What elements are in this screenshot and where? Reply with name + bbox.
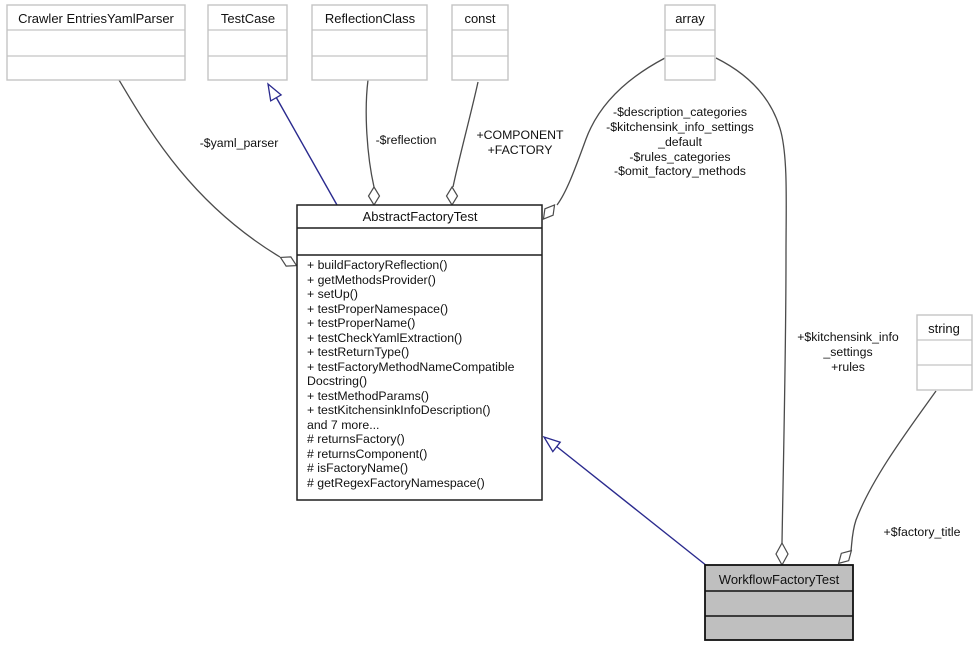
member-get-regex-factory-namespace: # getRegexFactoryNamespace() (307, 476, 485, 490)
workflow-factory-test-box[interactable] (704, 564, 854, 641)
hollow-triangle-icon-abstract (542, 435, 562, 453)
class-node-const[interactable]: const (451, 4, 509, 81)
member-returns-factory: # returnsFactory() (307, 432, 405, 446)
array-title: array (675, 11, 705, 26)
open-diamond-icon-component-factory (445, 185, 459, 207)
member-build-factory-reflection: + buildFactoryReflection() (307, 258, 447, 272)
member-test-proper-namespace: + testProperNamespace() (307, 302, 448, 316)
member-setup: + setUp() (307, 287, 358, 301)
member-test-kitchensink-info-description: + testKitchensinkInfoDescription() (307, 403, 491, 417)
edge-label-kitchensink-settings: -$kitchensink_info_settings (606, 120, 754, 134)
member-is-factory-name: # isFactoryName() (307, 461, 408, 475)
inheritance-layer (267, 82, 708, 567)
open-diamond-icon-reflection (367, 185, 381, 207)
testcase-box[interactable] (207, 4, 288, 81)
const-box[interactable] (451, 4, 509, 81)
edge-array-to-abstract (556, 57, 666, 206)
member-test-return-type: + testReturnType() (307, 345, 409, 359)
member-and-more: and 7 more... (307, 418, 379, 432)
edge-reflection (365, 79, 375, 188)
edge-label-omit-factory-methods: -$omit_factory_methods (614, 164, 746, 178)
hollow-triangle-icon-testcase (267, 82, 283, 102)
reflectionclass-box[interactable] (311, 4, 428, 81)
edge-component-factory (452, 81, 479, 188)
edge-label-settings: _settings (822, 345, 872, 359)
edge-array-to-workflow (715, 57, 787, 544)
edge-label-rules: +rules (831, 360, 865, 374)
crawler-box[interactable] (6, 4, 186, 81)
edge-label-rules-categories: -$rules_categories (629, 150, 730, 164)
member-returns-component: # returnsComponent() (307, 447, 427, 461)
edge-testcase-inheritance (275, 96, 338, 206)
member-test-check-yaml-extraction: + testCheckYamlExtraction() (307, 331, 462, 345)
edge-label-component: +COMPONENT (476, 128, 564, 142)
edge-label-yaml-parser: -$yaml_parser (200, 136, 279, 150)
testcase-title: TestCase (221, 11, 275, 26)
string-box[interactable] (916, 314, 973, 391)
class-node-reflectionclass[interactable]: ReflectionClass (311, 4, 428, 81)
edge-label-default: _default (657, 135, 702, 149)
member-test-proper-name: + testProperName() (307, 316, 415, 330)
open-diamond-icon-array-workflow (775, 541, 789, 567)
edge-abstract-inheritance (555, 445, 708, 567)
edge-label-kitchensink-info: +$kitchensink_info (797, 330, 899, 344)
crawler-title: Crawler EntriesYamlParser (18, 11, 174, 26)
edge-label-factory: +FACTORY (488, 143, 553, 157)
workflow-factory-test-title: WorkflowFactoryTest (719, 572, 840, 587)
class-node-string[interactable]: string (916, 314, 973, 391)
edge-labels-layer: -$yaml_parser -$reflection +COMPONENT +F… (200, 105, 961, 539)
abstract-factory-test-title: AbstractFactoryTest (363, 209, 478, 224)
open-diamond-icon-factory-title (837, 549, 853, 565)
edge-label-description-categories: -$description_categories (613, 105, 747, 119)
array-box[interactable] (664, 4, 716, 81)
member-test-factory-method-name-line1: + testFactoryMethodNameCompatible (307, 360, 515, 374)
edge-label-factory-title: +$factory_title (884, 525, 961, 539)
edges-layer (118, 57, 937, 567)
edge-yaml-parser (118, 79, 281, 258)
string-title: string (928, 321, 960, 336)
member-get-methods-provider: + getMethodsProvider() (307, 273, 436, 287)
const-title: const (464, 11, 495, 26)
class-node-crawler[interactable]: Crawler EntriesYamlParser (6, 4, 186, 81)
class-node-testcase[interactable]: TestCase (207, 4, 288, 81)
class-node-abstract-factory-test[interactable]: AbstractFactoryTest + buildFactoryReflec… (296, 204, 543, 501)
class-node-workflow-factory-test[interactable]: WorkflowFactoryTest (704, 564, 854, 641)
abstract-factory-test-box[interactable] (296, 204, 543, 501)
reflectionclass-title: ReflectionClass (325, 11, 416, 26)
member-test-method-params: + testMethodParams() (307, 389, 429, 403)
edge-label-reflection: -$reflection (376, 133, 437, 147)
member-test-factory-method-name-line2: Docstring() (307, 374, 367, 388)
open-diamond-icon-array-abstract (542, 203, 556, 221)
edge-factory-title (850, 390, 937, 552)
open-diamond-icon-yaml-parser (279, 256, 298, 267)
class-node-array[interactable]: array (664, 4, 716, 81)
